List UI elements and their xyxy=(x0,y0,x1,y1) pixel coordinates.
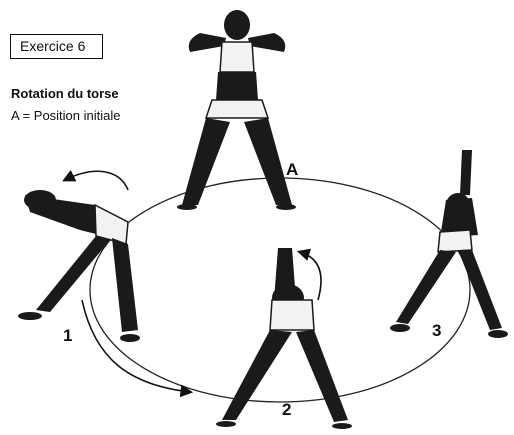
arrow-up-right xyxy=(300,252,321,300)
position-label-a: A xyxy=(286,160,298,180)
position-label-2: 2 xyxy=(282,400,291,420)
figure-position-a xyxy=(177,10,296,210)
position-label-1: 1 xyxy=(63,326,72,346)
position-label-3: 3 xyxy=(432,321,441,341)
figure-position-3 xyxy=(390,150,508,338)
figure-position-1 xyxy=(18,190,140,342)
arrow-up-left xyxy=(65,171,128,190)
